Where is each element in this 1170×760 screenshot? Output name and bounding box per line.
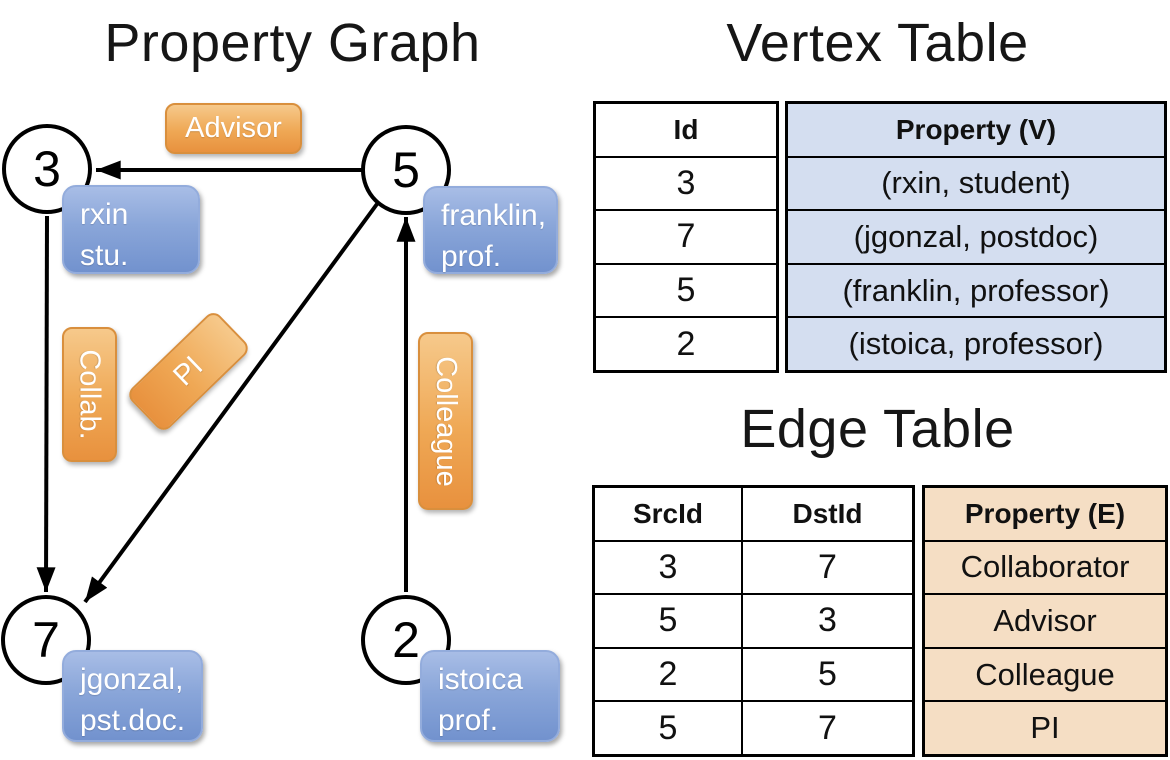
edge-row-1-dst: 3 — [818, 601, 837, 640]
edge-row-3-src: 5 — [595, 702, 743, 754]
graph-node-5: 5 — [361, 125, 451, 215]
node-2-property-box: istoica prof. — [420, 650, 560, 742]
node-2-prop-line1: istoica — [438, 663, 524, 696]
edge-row-2-dst: 5 — [818, 655, 837, 694]
vertex-table-id-header: Id — [673, 113, 699, 145]
node-5-prop-line2: prof. — [441, 240, 502, 274]
vertex-table-title: Vertex Table — [726, 13, 1029, 73]
vertex-row-0-id: 3 — [596, 155, 776, 210]
edge-row-3-ids: 5 7 — [595, 700, 912, 754]
node-3-prop-line1: rxin — [80, 198, 129, 231]
pi-label-text: PI — [167, 350, 210, 393]
node-2-id: 2 — [392, 612, 420, 668]
advisor-label-text: Advisor — [185, 112, 282, 144]
edge-row-1-ids: 5 3 — [595, 593, 912, 647]
edge-row-2-ids: 2 5 — [595, 646, 912, 701]
node-7-id: 7 — [32, 612, 60, 668]
edge-table-ids-header-row: SrcId DstId — [595, 488, 912, 540]
graph-node-3: 3 — [2, 124, 92, 214]
edge-label-colleague: Colleague — [418, 332, 473, 510]
edge-table-src-header: SrcId — [595, 488, 743, 540]
edge-table-dst-header: DstId — [792, 497, 863, 529]
node-5-id: 5 — [392, 142, 420, 198]
edge-row-1-src: 5 — [595, 595, 743, 647]
node-7-prop-line2: pst.doc. — [80, 704, 186, 738]
vertex-row-2-property: (franklin, professor) — [788, 262, 1164, 317]
node-7-property-box: jgonzal, pst.doc. — [62, 650, 203, 742]
node-3-prop-line2: stu. — [80, 239, 129, 273]
node-3-id: 3 — [33, 141, 61, 197]
edge-row-0-property: Collaborator — [925, 539, 1165, 594]
vertex-table-id-column: Id 3 7 5 2 — [593, 101, 779, 373]
edge-row-3-property: PI — [925, 700, 1165, 754]
edge-row-0-src: 3 — [595, 541, 743, 594]
colleague-label-text: Colleague — [430, 355, 463, 487]
property-graph-title: Property Graph — [104, 13, 481, 73]
vertex-row-2-id: 5 — [596, 262, 776, 317]
edge-label-advisor: Advisor — [165, 103, 302, 154]
edge-row-2-property: Colleague — [925, 646, 1165, 701]
edge-label-collab: Collab. — [62, 327, 117, 462]
node-5-prop-line1: franklin, — [441, 199, 547, 232]
collab-label-text: Collab. — [74, 349, 106, 440]
edge-table-property-header: Property (E) — [964, 497, 1126, 529]
vertex-row-3-id: 2 — [596, 316, 776, 370]
vertex-table-property-column: Property (V) (rxin, student) (jgonzal, p… — [785, 101, 1167, 373]
node-5-property-box: franklin, prof. — [423, 186, 558, 274]
edge-row-0-dst: 7 — [818, 547, 837, 586]
node-3-property-box: rxin stu. — [62, 185, 200, 274]
node-2-prop-line2: prof. — [438, 704, 499, 738]
vertex-table-property-header: Property (V) — [895, 113, 1057, 145]
edge-table-ids-columns: SrcId DstId 3 7 5 3 2 5 5 7 — [592, 485, 915, 757]
vertex-row-1-property: (jgonzal, postdoc) — [788, 209, 1164, 263]
vertex-row-3-property: (istoica, professor) — [788, 316, 1164, 370]
edge-row-0-ids: 3 7 — [595, 539, 912, 594]
edge-row-2-src: 2 — [595, 648, 743, 701]
vertex-row-0-property: (rxin, student) — [788, 155, 1164, 210]
edge-collab-3-to-7 — [36, 215, 56, 593]
edge-table-title: Edge Table — [740, 399, 1015, 459]
node-7-prop-line1: jgonzal, — [80, 663, 184, 696]
vertex-row-1-id: 7 — [596, 209, 776, 263]
edge-label-pi: PI — [125, 308, 252, 435]
edge-row-1-property: Advisor — [925, 593, 1165, 647]
edge-row-3-dst: 7 — [818, 708, 837, 747]
edge-table-property-column: Property (E) Collaborator Advisor Collea… — [922, 485, 1168, 757]
